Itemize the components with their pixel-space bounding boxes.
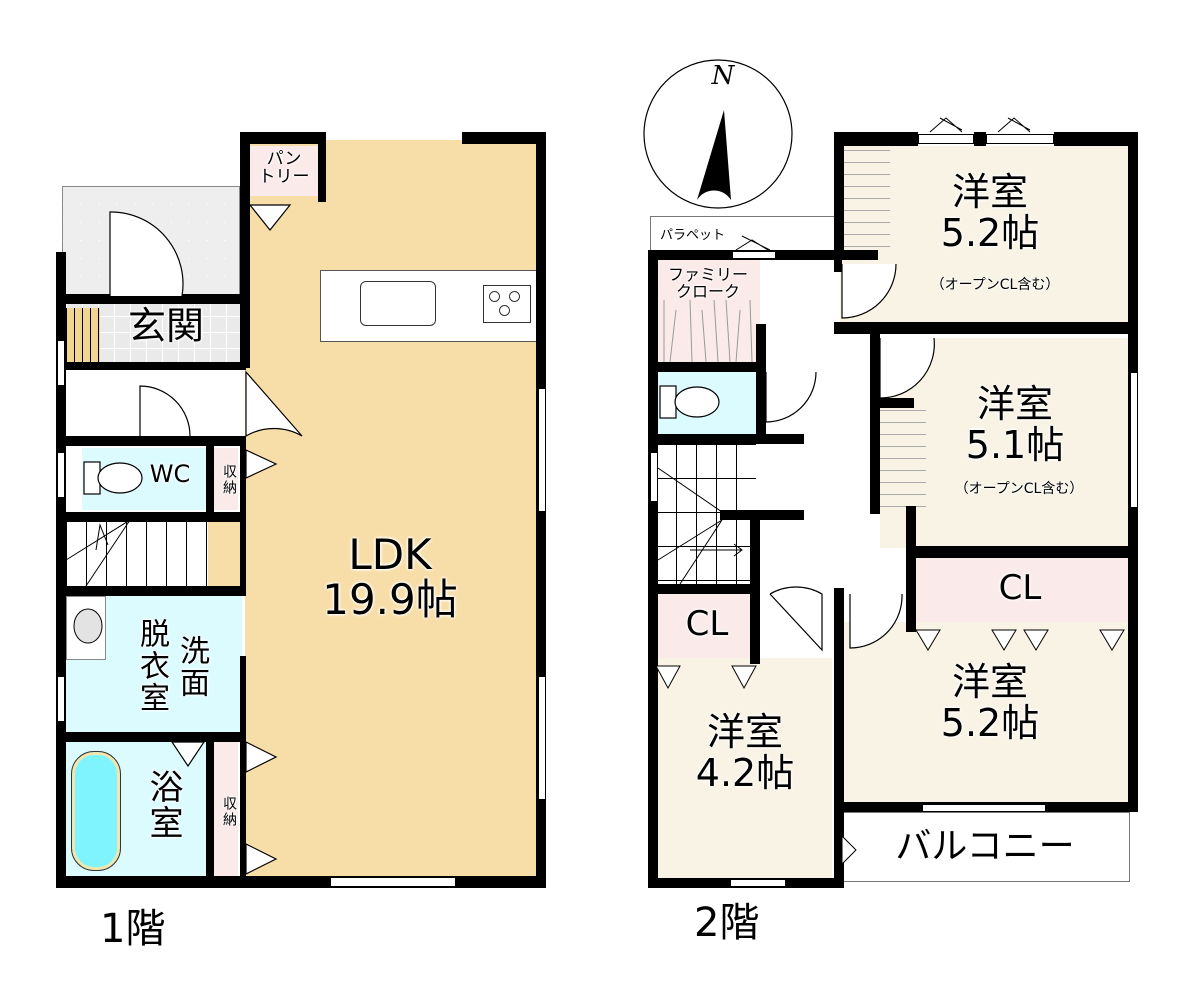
hallway — [66, 368, 242, 438]
bath-label: 浴室 — [143, 769, 183, 841]
vanity-counter — [66, 596, 106, 660]
pantry — [250, 146, 318, 196]
closet-se — [914, 556, 1130, 622]
closet-sw — [656, 594, 758, 658]
window — [57, 676, 65, 722]
storage-upper — [214, 448, 238, 510]
balcony — [842, 812, 1130, 882]
burner-icon — [499, 305, 510, 316]
storage-lower-label: 収納 — [221, 796, 237, 828]
window — [918, 134, 974, 144]
burner-icon — [509, 291, 520, 302]
window — [330, 877, 456, 887]
bedroom-ne-label: 洋室 5.2帖 — [940, 170, 1040, 256]
window — [650, 452, 658, 502]
bedroom-e-note: （オープンCL含む） — [954, 481, 1084, 497]
burner-icon — [489, 291, 500, 302]
bedroom-se — [842, 622, 1130, 802]
bedroom-se-label: 洋室 5.2帖 — [940, 660, 1040, 746]
pantry-label: パン トリー — [258, 149, 310, 188]
entrance-label: 玄関 — [127, 304, 204, 348]
compass-north-label: N — [711, 61, 735, 91]
washroom-label-1: 脱衣室 — [134, 618, 169, 714]
kitchen-sink — [360, 281, 436, 326]
window — [1130, 372, 1138, 508]
window — [986, 134, 1054, 144]
window — [730, 879, 786, 887]
storage-upper-label: 収納 — [221, 464, 237, 496]
closet-sw-label: CL — [685, 604, 729, 644]
balcony-label: バルコニー — [895, 826, 1075, 867]
open-closet-e — [880, 410, 926, 510]
ldk-label: LDK 19.9帖 — [322, 530, 458, 625]
window — [732, 251, 776, 259]
family-closet-label: ファミリー クローク — [667, 265, 748, 302]
washroom-label-2: 洗面 — [174, 635, 209, 699]
north-arrow-icon — [643, 59, 793, 209]
storage-lower — [214, 742, 238, 878]
kitchen-stove — [483, 285, 531, 323]
window — [57, 340, 65, 386]
window — [57, 452, 65, 498]
bedroom-ne-note: （オープンCL含む） — [930, 277, 1060, 293]
porch — [62, 186, 240, 296]
parapet-label: パラペット — [660, 228, 726, 243]
wc-2f — [656, 372, 758, 434]
floor-1-label: 1階 — [100, 906, 166, 952]
ldk-room — [245, 140, 539, 880]
stairs-1f — [66, 520, 208, 586]
wc-label: WC — [149, 460, 191, 488]
bedroom-sw-label: 洋室 4.2帖 — [695, 710, 795, 796]
bedroom-sw — [656, 658, 832, 880]
floor-2-label: 2階 — [694, 900, 760, 946]
open-closet-ne — [842, 150, 890, 254]
window — [538, 388, 546, 512]
bedroom-e-label: 洋室 5.1帖 — [965, 382, 1065, 468]
window — [538, 676, 546, 800]
closet-se-label: CL — [998, 568, 1042, 608]
window — [922, 804, 1046, 812]
bathtub — [71, 751, 121, 871]
